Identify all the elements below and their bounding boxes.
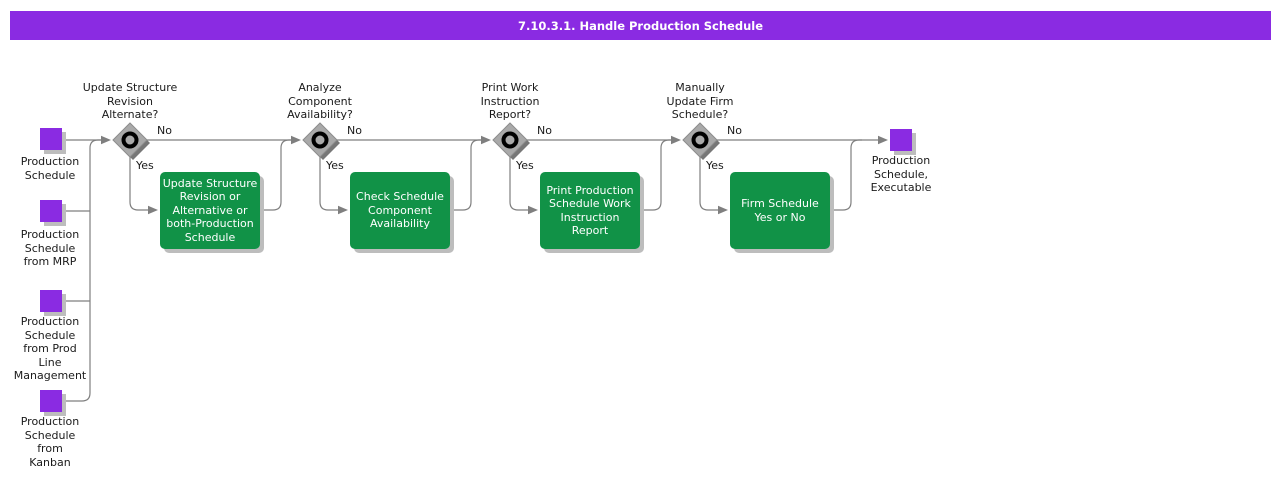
- arrowhead: [671, 135, 681, 145]
- connector-task3-rejoin: [640, 139, 671, 211]
- decision-circle-icon: [121, 131, 139, 149]
- decision-diamond: [112, 122, 148, 158]
- event-square: [40, 128, 62, 150]
- yes-branch-label: Yes: [136, 159, 154, 172]
- yes-branch-label: Yes: [326, 159, 344, 172]
- connector-decision4-yes: [699, 157, 718, 211]
- input-event-production-schedule-from-prod-line-management[interactable]: [40, 290, 66, 316]
- decision-diamond: [302, 122, 338, 158]
- task-box: [730, 172, 830, 249]
- decision-question: Analyze Component Availability?: [287, 81, 353, 121]
- decision-manually-update-firm-schedule[interactable]: [682, 122, 720, 160]
- connector-task1-rejoin: [260, 139, 291, 211]
- arrowhead: [338, 205, 348, 215]
- task-label: Firm Schedule Yes or No: [741, 197, 819, 224]
- connector-decision2-yes: [319, 157, 338, 211]
- no-branch-label: No: [157, 124, 172, 137]
- decision-print-work-instruction-report[interactable]: [492, 122, 530, 160]
- event-square: [40, 390, 62, 412]
- connector-input-collector: [89, 139, 101, 393]
- task-firm-schedule-yes-or-no[interactable]: [730, 172, 834, 253]
- decision-question: Print Work Instruction Report?: [480, 81, 540, 121]
- decision-circle-icon: [501, 131, 519, 149]
- decision-question: Manually Update Firm Schedule?: [666, 81, 734, 121]
- yes-branch-label: Yes: [516, 159, 534, 172]
- connector-decision3-yes: [509, 157, 528, 211]
- connector-decision1-yes: [129, 157, 148, 211]
- no-branch-label: No: [347, 124, 362, 137]
- arrowhead: [148, 205, 158, 215]
- input-label: Production Schedule from Prod Line Manag…: [13, 315, 87, 382]
- connector-layer: [62, 139, 878, 402]
- input-event-production-schedule[interactable]: [40, 128, 66, 154]
- task-box: [350, 172, 450, 249]
- task-box: [160, 172, 260, 249]
- task-update-structure-revision[interactable]: [160, 172, 264, 253]
- connector-task4-rejoin: [830, 139, 862, 211]
- decision-analyze-component-availability[interactable]: [302, 122, 340, 160]
- task-box: [540, 172, 640, 249]
- input-label: Production Schedule from Kanban: [20, 415, 80, 469]
- arrowhead-layer: [101, 135, 888, 215]
- yes-branch-label: Yes: [706, 159, 724, 172]
- decision-circle-icon: [691, 131, 709, 149]
- task-label: Update Structure Revision or Alternative…: [162, 176, 258, 244]
- task-print-production-schedule-work-instruction-report[interactable]: [540, 172, 644, 253]
- output-event-production-schedule-executable[interactable]: [890, 129, 916, 155]
- task-label: Check Schedule Component Availability: [356, 190, 444, 231]
- diagram-title-bar: 7.10.3.1. Handle Production Schedule: [10, 11, 1271, 40]
- no-branch-label: No: [537, 124, 552, 137]
- diagram-title: 7.10.3.1. Handle Production Schedule: [517, 18, 764, 33]
- no-branch-label: No: [727, 124, 742, 137]
- task-label: Print Production Schedule Work Instructi…: [546, 183, 634, 238]
- connector-input4-stub: [62, 392, 91, 402]
- arrowhead: [101, 135, 111, 145]
- input-event-production-schedule-from-mrp[interactable]: [40, 200, 66, 226]
- connector-task2-rejoin: [450, 139, 481, 211]
- arrowhead: [528, 205, 538, 215]
- arrowhead: [291, 135, 301, 145]
- decision-diamond: [682, 122, 718, 158]
- event-square: [890, 129, 912, 151]
- task-check-schedule-component-availability[interactable]: [350, 172, 454, 253]
- event-square: [40, 200, 62, 222]
- arrowhead: [878, 135, 888, 145]
- arrowhead: [718, 205, 728, 215]
- decision-diamond: [492, 122, 528, 158]
- input-label: Production Schedule from MRP: [20, 228, 80, 268]
- event-square: [40, 290, 62, 312]
- output-label: Production Schedule, Executable: [870, 154, 932, 194]
- input-event-production-schedule-from-kanban[interactable]: [40, 390, 66, 416]
- decision-update-structure-revision-alternate[interactable]: [112, 122, 150, 160]
- input-label: Production Schedule: [20, 155, 80, 182]
- decision-question: Update Structure Revision Alternate?: [82, 81, 178, 121]
- arrowhead: [481, 135, 491, 145]
- decision-circle-icon: [311, 131, 329, 149]
